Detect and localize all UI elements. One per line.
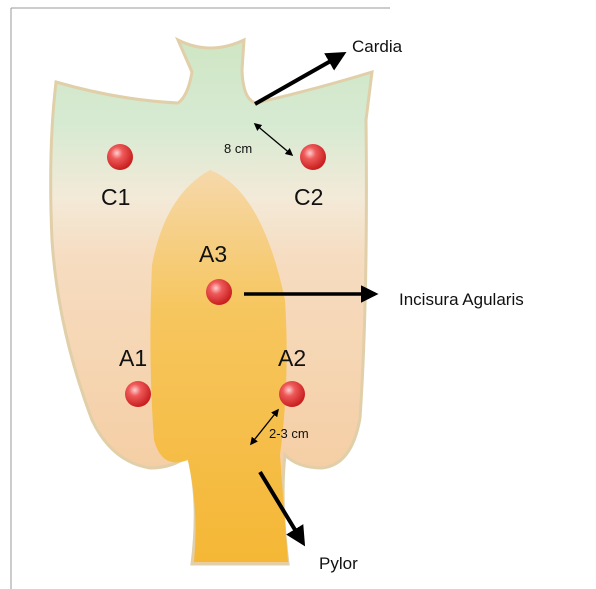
marker-c1	[107, 144, 133, 170]
incisura-label: Incisura Agularis	[399, 290, 524, 309]
point-label-c1: C1	[101, 184, 130, 210]
distance-label-bottom: 2-3 cm	[269, 426, 309, 441]
point-label-a1: A1	[119, 345, 147, 371]
marker-a3	[206, 279, 232, 305]
cardia-label: Cardia	[352, 37, 403, 56]
point-label-a3: A3	[199, 241, 227, 267]
point-label-a2: A2	[278, 345, 306, 371]
marker-c2	[300, 144, 326, 170]
marker-a1	[125, 381, 151, 407]
pylor-label: Pylor	[319, 554, 358, 573]
marker-a2	[279, 381, 305, 407]
point-label-c2: C2	[294, 184, 323, 210]
distance-label-top: 8 cm	[224, 141, 252, 156]
